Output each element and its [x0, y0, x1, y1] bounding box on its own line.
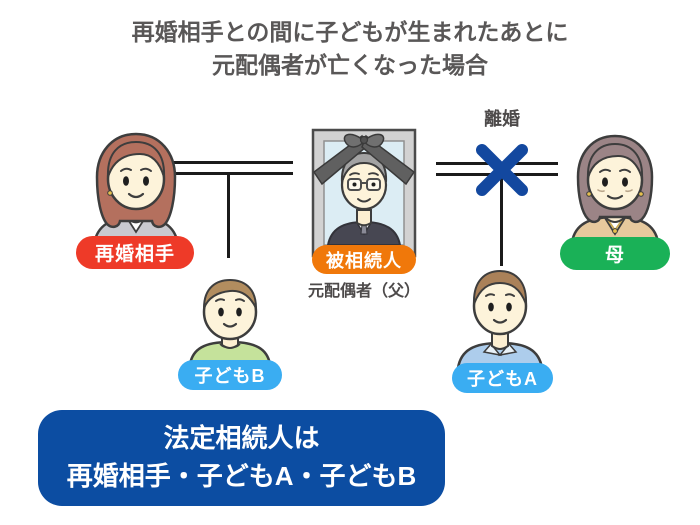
badge-remarriage-partner: 再婚相手 [76, 236, 194, 269]
decedent-portrait [326, 151, 402, 245]
descent-line-child-b [227, 172, 230, 258]
result-line-2: 再婚相手・子どもA・子どもB [66, 461, 417, 491]
child-b-illustration [188, 278, 272, 364]
title-line-1: 再婚相手との間に子どもが生まれたあとに [131, 19, 569, 45]
marriage-line-left-top [173, 161, 293, 164]
badge-mother: 母 [560, 237, 670, 270]
mourning-ribbon-icon [312, 133, 416, 186]
decedent-sub-label: 元配偶者（父） [307, 283, 420, 300]
remarriage-partner-illustration [92, 132, 180, 244]
badge-child-a: 子どもA [452, 363, 553, 393]
descent-line-child-a [500, 173, 503, 266]
title-line-2: 元配偶者が亡くなった場合 [212, 51, 488, 78]
divorce-label: 離婚 [484, 109, 520, 129]
badge-child-b: 子どもB [178, 360, 282, 390]
divorce-x-icon [476, 144, 528, 196]
page-title: 再婚相手との間に子どもが生まれたあとに 元配偶者が亡くなった場合 [0, 16, 700, 81]
decedent-memorial-photo [311, 128, 417, 258]
badge-decedent: 被相続人 [312, 245, 416, 274]
child-a-illustration [456, 269, 544, 368]
mother-illustration [570, 134, 660, 242]
legal-heirs-result-box: 法定相続人は 再婚相手・子どもA・子どもB [38, 410, 445, 506]
result-line-1: 法定相続人は [163, 423, 320, 454]
marriage-line-left-bottom [173, 172, 293, 175]
